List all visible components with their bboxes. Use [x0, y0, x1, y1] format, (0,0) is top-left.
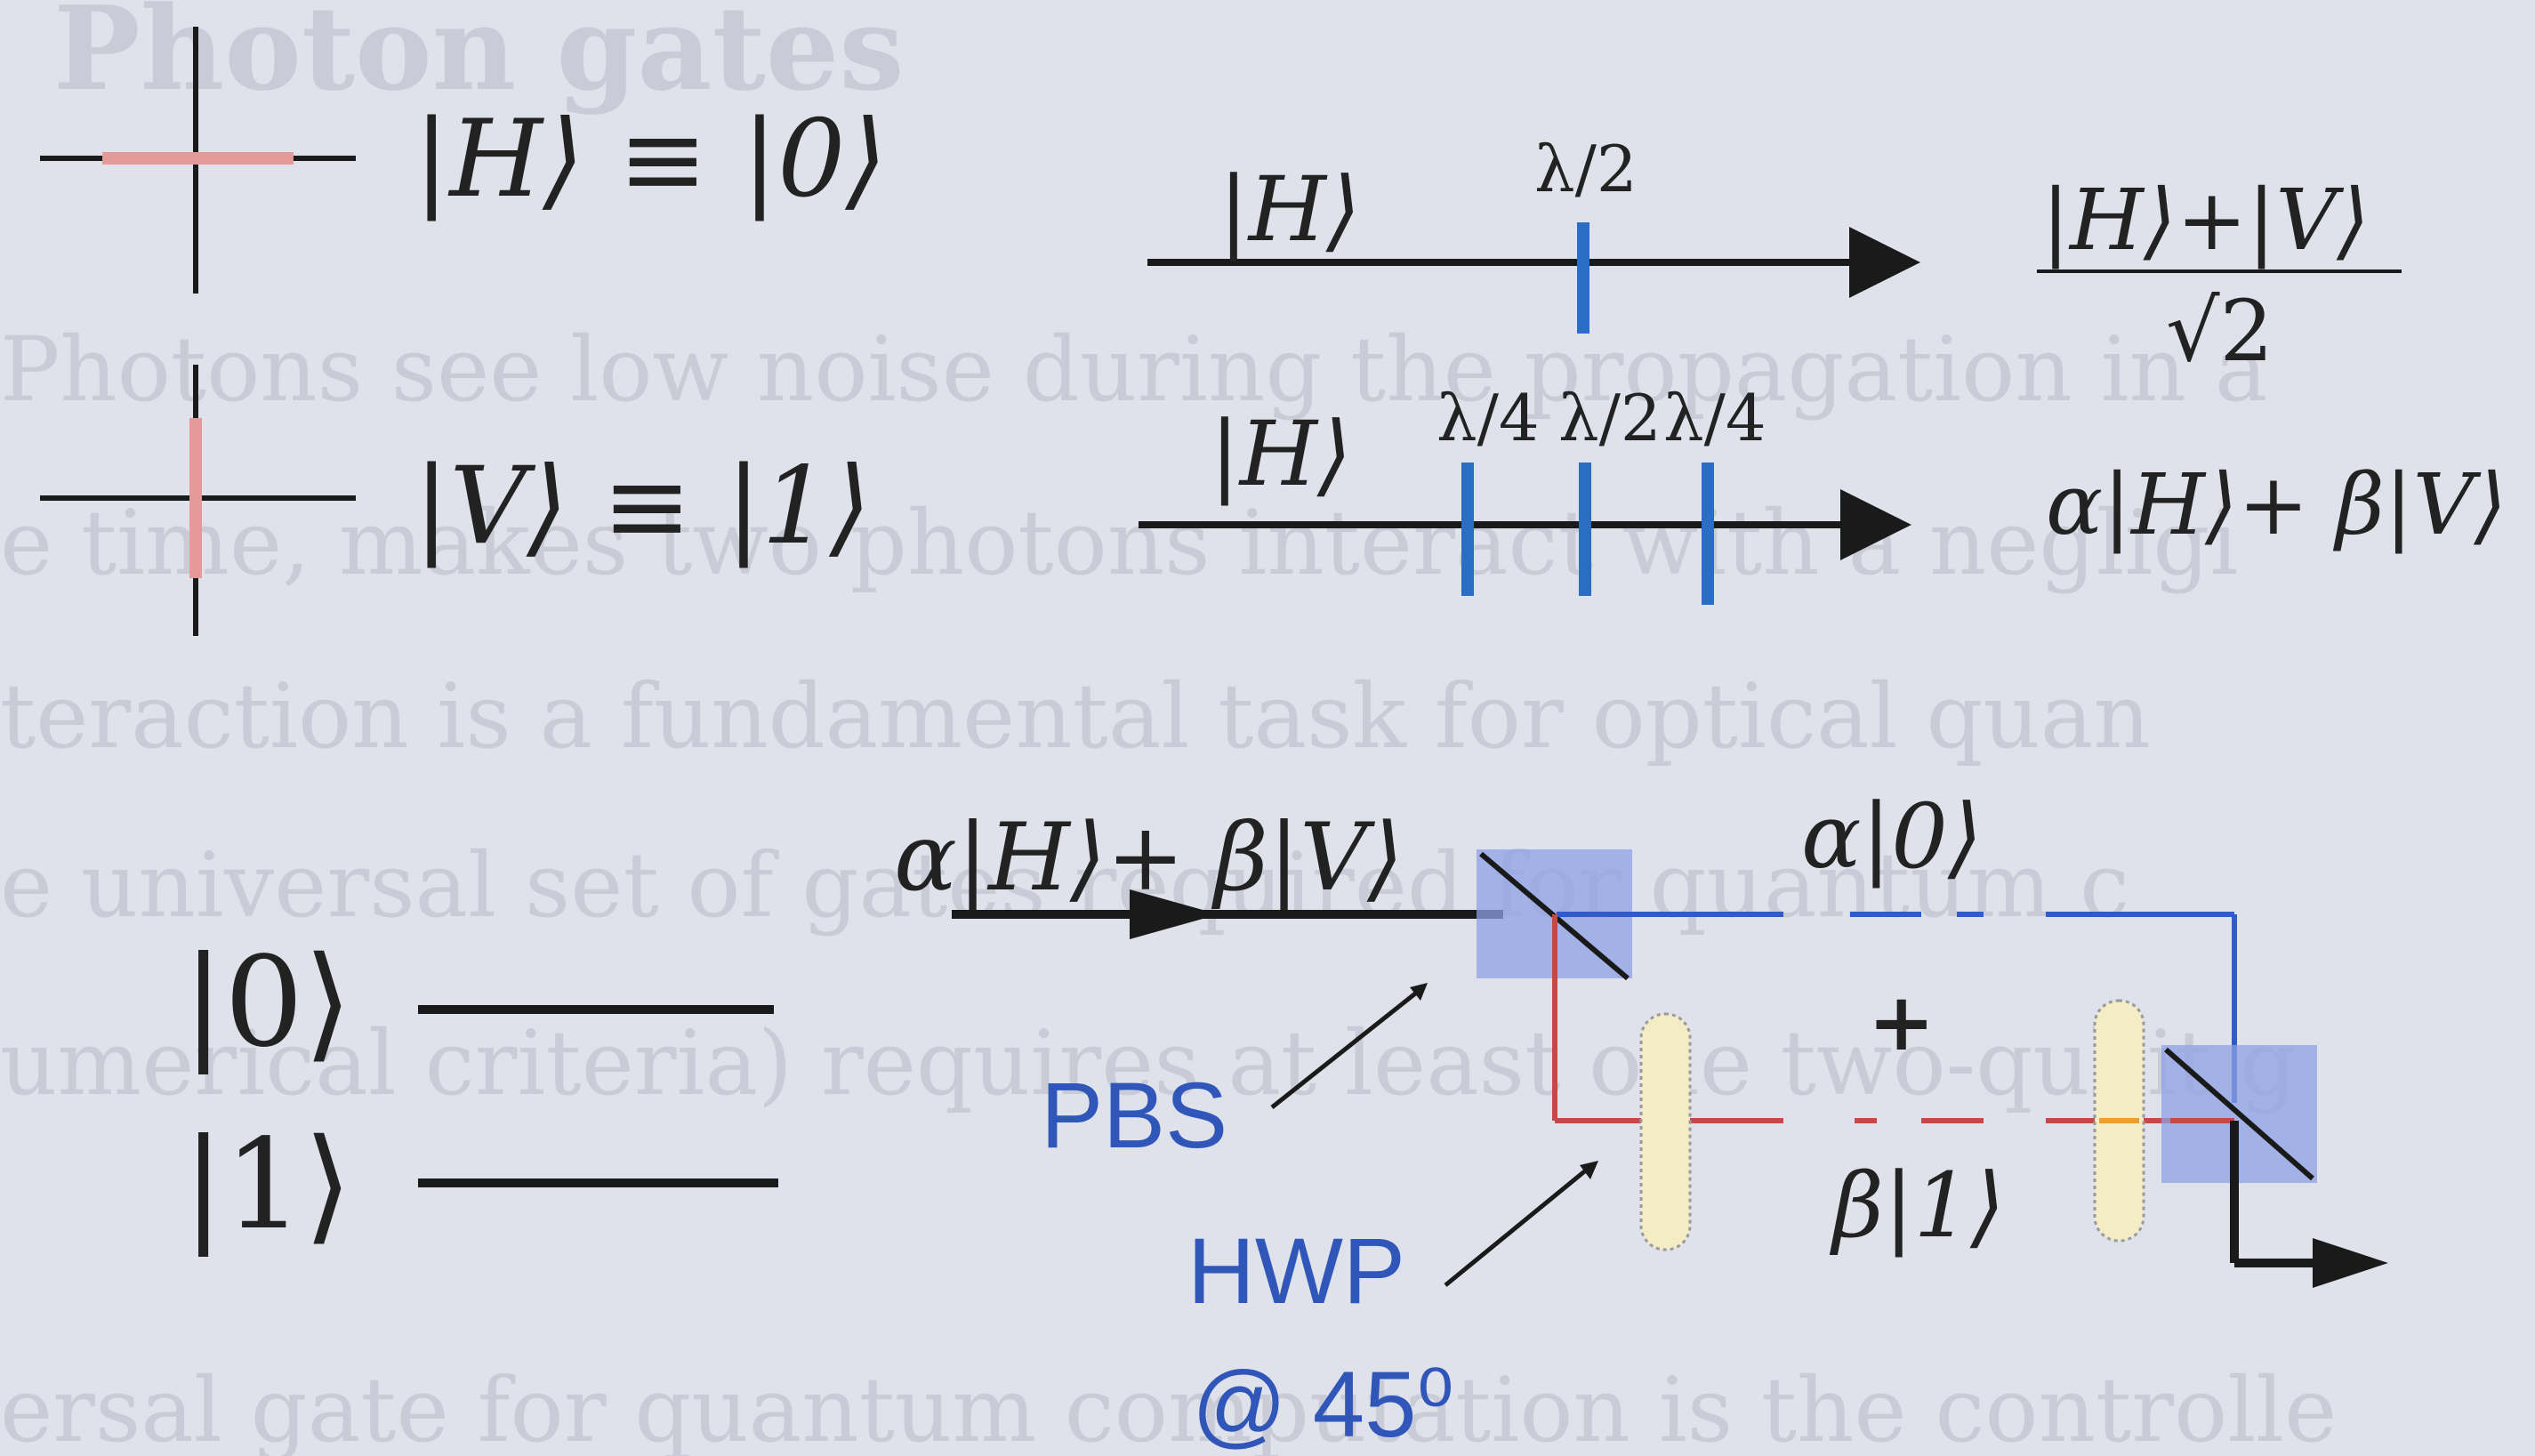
h-state-label: |H⟩ ≡ |0⟩ — [414, 98, 887, 221]
output-state-label: α|H⟩+ β|V⟩ — [2046, 456, 2507, 554]
output-arrow-icon — [2313, 1238, 2388, 1288]
path-encoding-circuit: α|H⟩+ β|V⟩ α|0⟩ + β|1⟩ PBS HWP — [894, 784, 2388, 1456]
pbs-label: PBS — [1041, 1064, 1227, 1168]
background-line: teraction is a fundamental task for opti… — [0, 664, 2151, 768]
output-numerator: |H⟩+|V⟩ — [2041, 172, 2370, 269]
plus-sign: + — [1868, 975, 1935, 1069]
single-qubit-row-1: |H⟩ λ/2 |H⟩+|V⟩ √2 — [1147, 132, 2402, 381]
hwp-pointer-arrow-icon — [1580, 1161, 1598, 1179]
hwp-label: HWP — [1187, 1219, 1405, 1323]
background-line: Photons see low noise during the propaga… — [0, 318, 2267, 422]
background-line: e universal set of gates required for qu… — [0, 833, 2129, 937]
hwp-angle-label: @ 45⁰ — [1192, 1353, 1454, 1456]
lower-path-label: β|1⟩ — [1829, 1154, 2005, 1258]
qubit-levels: |0⟩ |1⟩ — [182, 930, 778, 1258]
quarter-wave-plate-label: λ/4 — [1663, 381, 1766, 455]
background-line: umerical criteria) requires at least one… — [0, 1011, 2297, 1115]
half-wave-plate-label: λ/2 — [1558, 381, 1662, 455]
input-state-label: α|H⟩+ β|V⟩ — [894, 803, 1404, 912]
ket-1-label: |1⟩ — [182, 1113, 352, 1258]
half-wave-plate-label: λ/2 — [1534, 132, 1638, 206]
input-state-label: |H⟩ — [1210, 402, 1352, 506]
background-text: Photon gates Photons see low noise durin… — [0, 0, 2337, 1456]
hwp-plate — [1639, 1012, 1692, 1251]
background-line: ersal gate for quantum computation is th… — [0, 1358, 2337, 1456]
hwp-pointer-line — [1444, 1163, 1594, 1287]
pbs-pointer-line — [1270, 985, 1425, 1109]
output-denominator: √2 — [2166, 283, 2273, 381]
upper-path-label: α|0⟩ — [1801, 784, 1983, 889]
input-arrow-icon — [1130, 889, 1219, 939]
h-polarization-symbol — [40, 27, 356, 294]
input-state-label: |H⟩ — [1219, 157, 1361, 261]
background-line: e time, makes two photons interact with … — [0, 491, 2238, 595]
ket-0-label: |0⟩ — [182, 930, 352, 1075]
pbs-output-diagonal — [2164, 1047, 2314, 1181]
pbs-pointer-arrow-icon — [1410, 983, 1428, 1001]
v-polarization-symbol — [40, 365, 356, 636]
quarter-wave-plate-label: λ/4 — [1436, 381, 1540, 455]
v-state-label: |V⟩ ≡ |1⟩ — [414, 445, 871, 568]
single-qubit-row-2: |H⟩ λ/4 λ/2 λ/4 α|H⟩+ β|V⟩ — [1139, 381, 2507, 605]
